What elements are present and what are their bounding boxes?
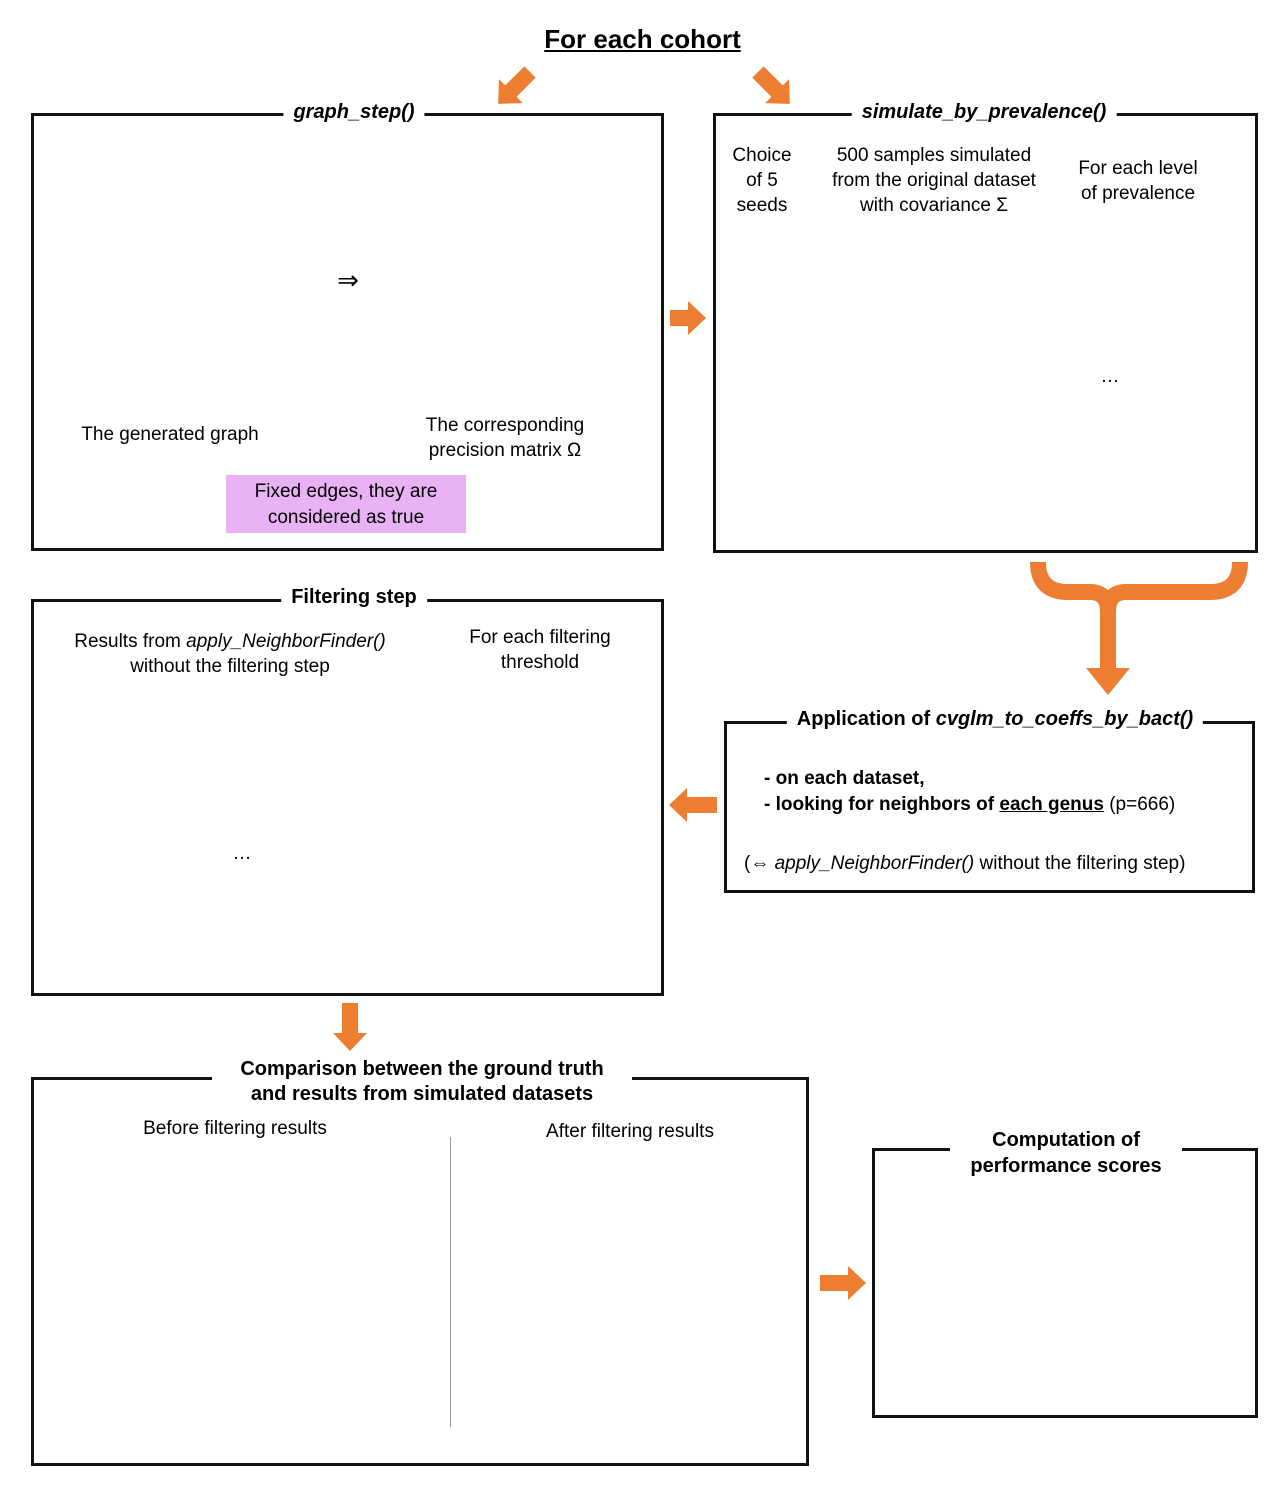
fixed-edges-line-1: Fixed edges, they are [254, 481, 438, 502]
application-line-3-fn: apply_NeighborFinder() [774, 853, 975, 874]
brace-arrowhead [1086, 668, 1130, 695]
filtering-results-line-2: without the filtering step [130, 656, 330, 677]
arrow-filtering-to-comparison-shape [333, 1003, 367, 1051]
arrow-comparison-to-performance [820, 1266, 866, 1300]
comparison-divider [450, 1137, 451, 1427]
application-panel [724, 721, 1255, 893]
simulate-panel [713, 113, 1258, 553]
samples-label-3: with covariance Σ [860, 195, 1008, 216]
performance-panel [872, 1148, 1258, 1418]
application-line-2: - looking for neighbors of each genus (p… [764, 794, 1175, 816]
samples-label-1: 500 samples simulated [836, 145, 1032, 166]
application-line-3-suffix: without the filtering step) [979, 853, 1186, 874]
graph-step-title: graph_step() [283, 101, 425, 124]
seeds-label-3: seeds [736, 195, 788, 216]
seeds-label-1: Choice [732, 145, 792, 166]
arrow-comparison-to-performance-shape [820, 1266, 866, 1300]
arrow-title-to-simulate-shape [752, 66, 790, 104]
brace-right [1100, 561, 1248, 613]
before-label: Before filtering results [143, 1118, 327, 1139]
arrow-graph-to-simulate-shape [670, 301, 706, 335]
arrow-title-to-simulate [752, 66, 790, 104]
application-line-3: (⇔ apply_NeighborFinder() without the fi… [744, 853, 1185, 875]
comparison-panel [31, 1077, 809, 1466]
prevalence-ellipsis: … [1100, 366, 1120, 387]
prevalence-label: For each level of prevalence [1060, 156, 1216, 206]
arrow-title-to-graph-shape [498, 66, 536, 104]
page-title: For each cohort [544, 24, 741, 54]
application-line-1: - on each dataset, [764, 768, 925, 789]
filtering-threshold-line-2: threshold [500, 652, 580, 673]
implies-symbol: ⇒ [337, 265, 359, 295]
graph-caption: The generated graph [81, 424, 259, 445]
fixed-edges-line-2: considered as true [267, 507, 425, 528]
application-title-fn: cvglm_to_coeffs_by_bact() [935, 708, 1194, 730]
prevalence-label-2: of prevalence [1080, 183, 1196, 204]
comparison-title-1: Comparison between the ground truth [240, 1058, 604, 1080]
arrow-title-to-graph [498, 66, 536, 104]
seeds-label: Choice of 5 seeds [720, 143, 804, 218]
application-line-2-prefix: - looking for neighbors of [764, 794, 995, 815]
application-line-2-underlined: each genus [999, 794, 1104, 815]
filtering-panel [31, 599, 664, 996]
matrix-caption-2: precision matrix Ω [428, 440, 582, 461]
filtering-results-prefix: Results from [74, 631, 181, 652]
brace-left [1030, 561, 1116, 672]
prevalence-label-1: For each level [1078, 158, 1198, 179]
filtering-results-label: Results from apply_NeighborFinder() with… [40, 629, 420, 679]
comparison-title: Comparison between the ground truth and … [212, 1057, 632, 1107]
application-line-2-suffix: (p=666) [1109, 794, 1176, 815]
arrow-filtering-to-comparison [333, 1003, 367, 1051]
simulate-title: simulate_by_prevalence() [851, 101, 1117, 124]
samples-label-2: from the original dataset [832, 170, 1036, 191]
filtering-threshold-line-1: For each filtering [469, 627, 611, 648]
application-title: Application of cvglm_to_coeffs_by_bact() [786, 708, 1204, 731]
filtering-title: Filtering step [281, 586, 427, 609]
matrix-caption-1: The corresponding [425, 415, 585, 436]
application-title-prefix: Application of [796, 708, 931, 730]
seeds-label-2: of 5 [746, 170, 778, 191]
performance-title: Computation of performance scores [950, 1127, 1182, 1179]
filtering-ellipsis: … [232, 843, 252, 864]
samples-label: 500 samples simulated from the original … [806, 143, 1062, 218]
fixed-edges-note: Fixed edges, they are considered as true [226, 475, 466, 533]
arrow-graph-to-simulate [670, 301, 706, 335]
arrow-application-to-filtering-shape [669, 788, 717, 822]
arrow-application-to-filtering [669, 788, 717, 822]
after-label: After filtering results [546, 1121, 714, 1142]
application-line-3-open: (⇔ [744, 853, 770, 874]
comparison-title-2: and results from simulated datasets [250, 1083, 594, 1105]
filtering-results-line-1: Results from apply_NeighborFinder() [40, 629, 420, 654]
performance-title-2: performance scores [970, 1155, 1162, 1177]
filtering-results-fn: apply_NeighborFinder() [186, 631, 386, 652]
performance-title-1: Computation of [992, 1129, 1140, 1151]
filtering-threshold-label: For each filtering threshold [440, 625, 640, 675]
